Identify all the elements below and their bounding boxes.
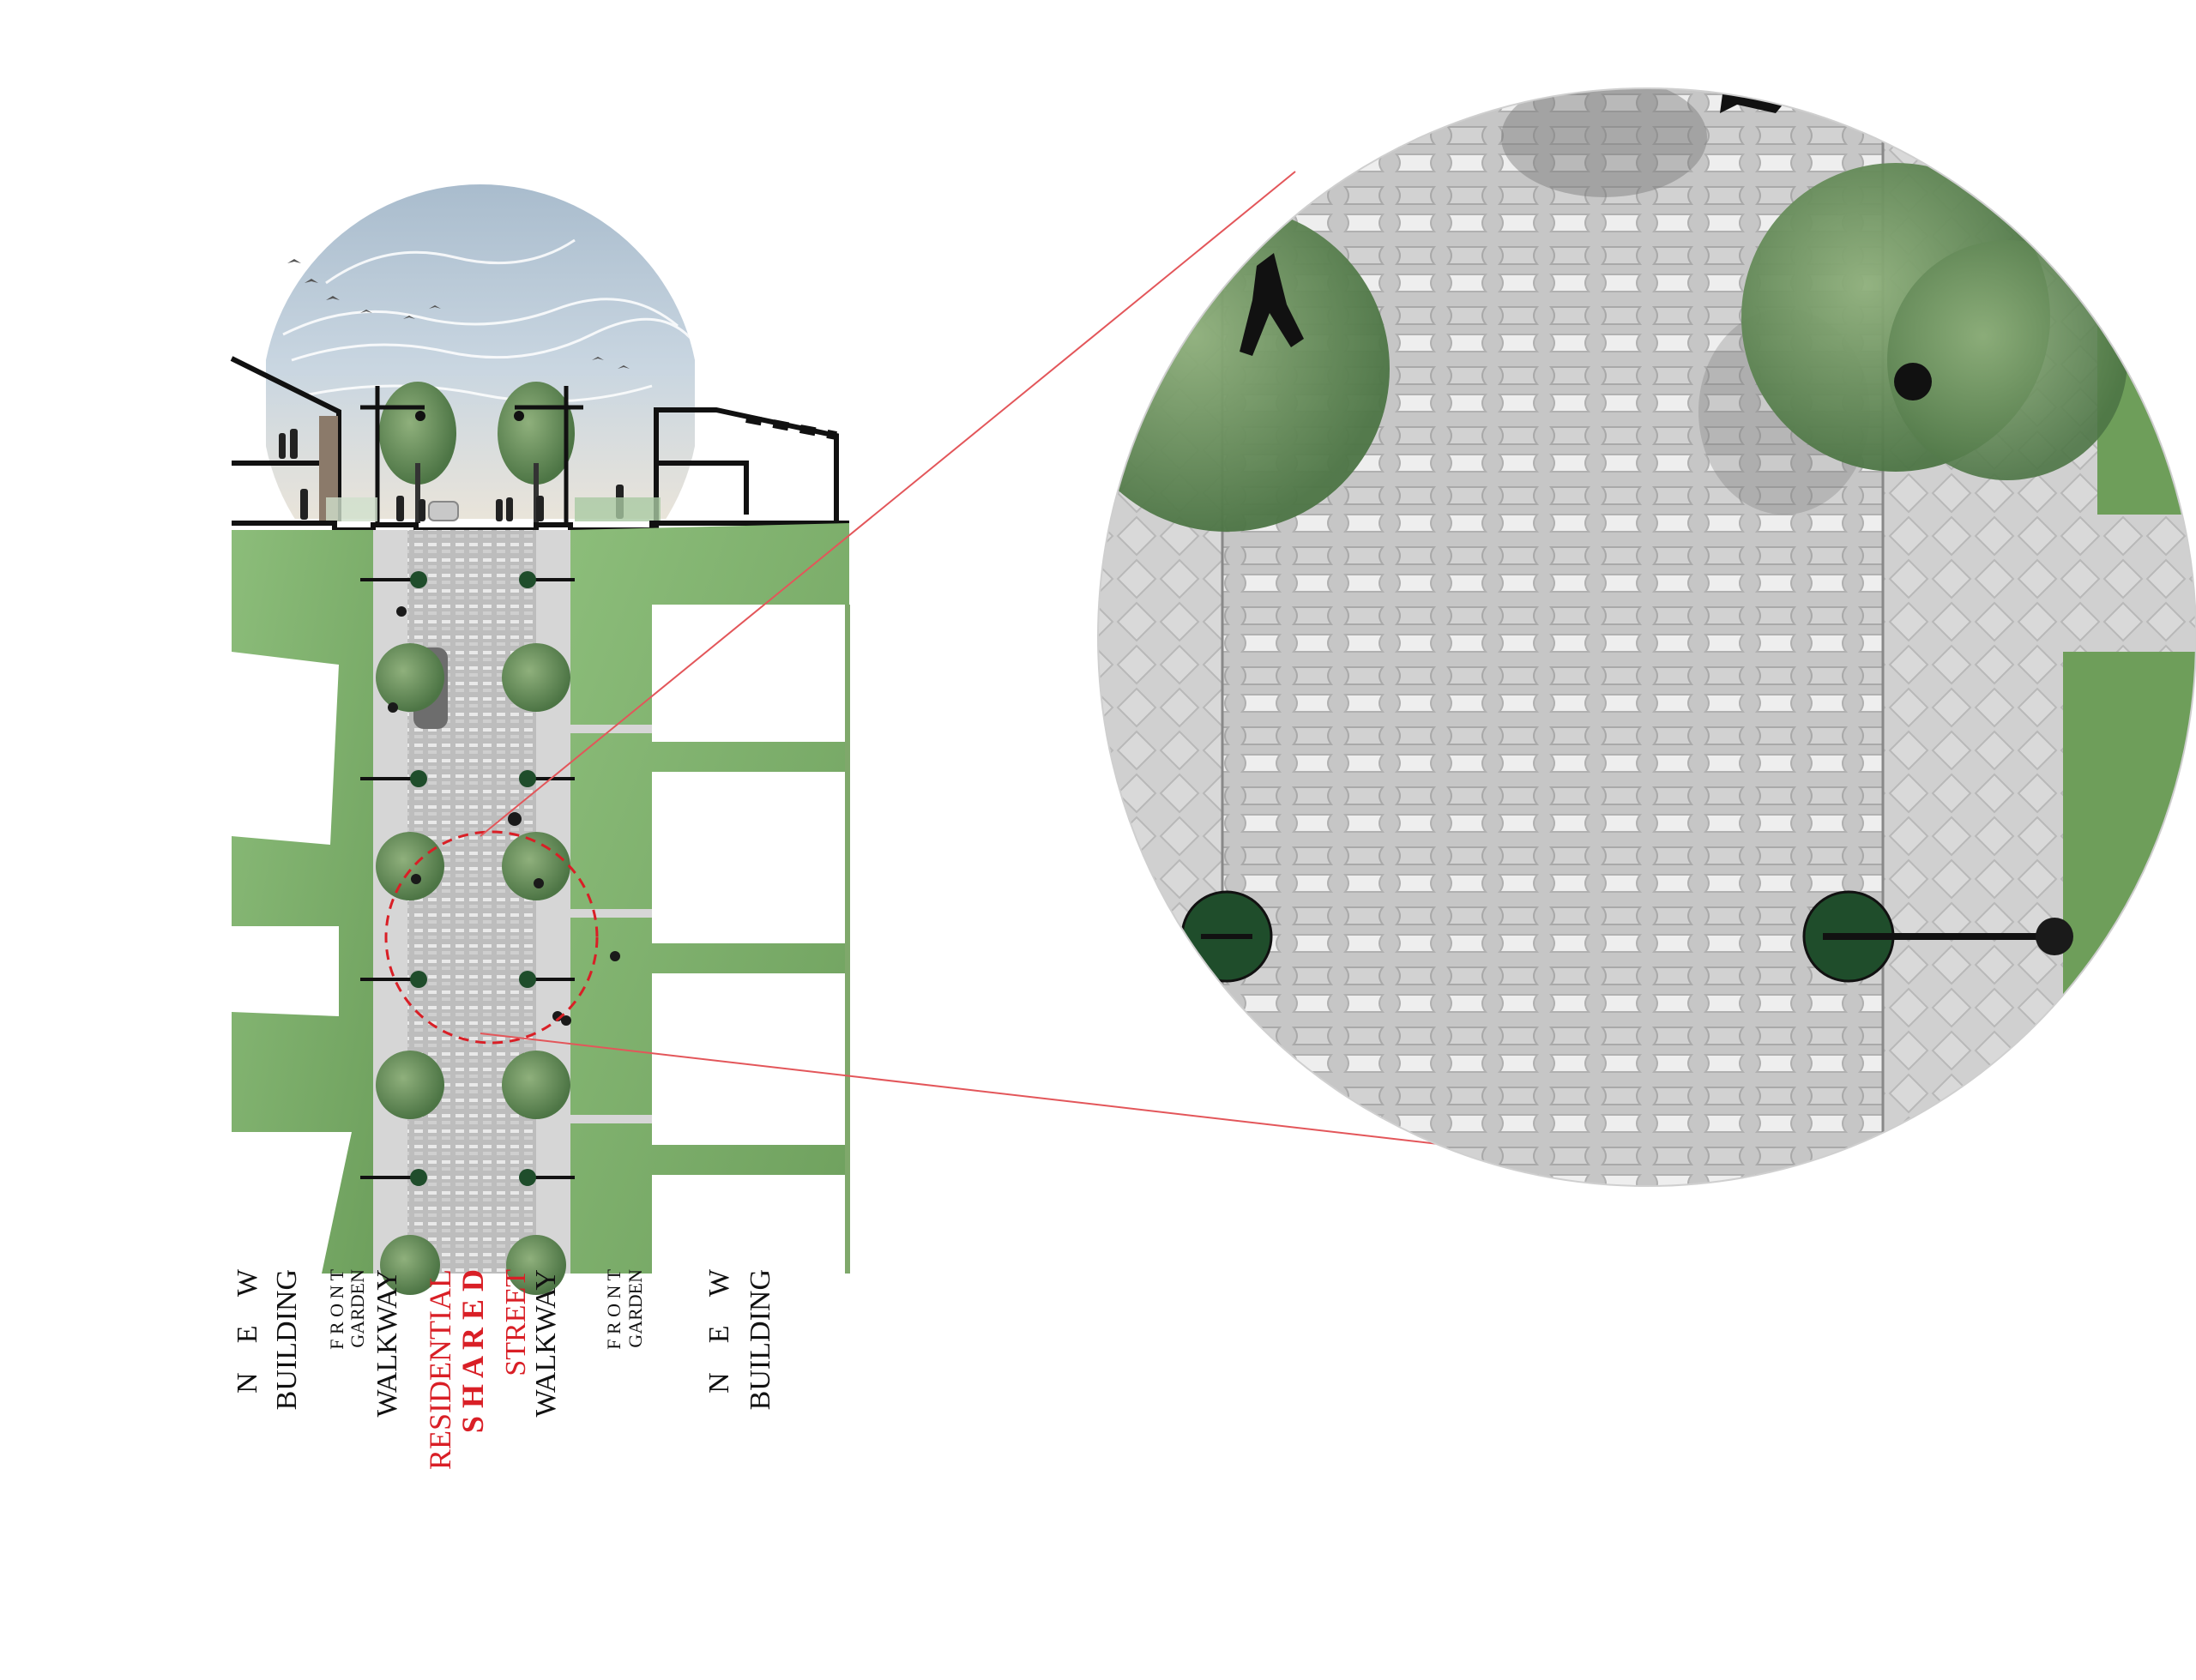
- label-residential: RESIDENTIAL: [423, 1269, 457, 1470]
- label-walkway-left: WALKWAY: [371, 1269, 403, 1418]
- car-icon: [428, 501, 459, 521]
- zoom-connector-top: [480, 171, 1296, 837]
- street-section-elevation: [230, 184, 849, 539]
- left-walkway: [373, 530, 407, 1274]
- bird-icon: [287, 259, 630, 369]
- label-street: STREET: [500, 1269, 532, 1376]
- label-front-garden-left-1: F R O N T: [326, 1269, 347, 1350]
- left-front-garden: [232, 530, 373, 1274]
- label-new-building-left-2: BUILDING: [271, 1269, 303, 1411]
- left-fence: [326, 497, 377, 521]
- right-building-plan-1: [652, 605, 845, 742]
- label-shared: S H A R E D: [455, 1269, 490, 1434]
- label-front-garden-left-2: GARDEN: [347, 1269, 368, 1348]
- zoom-detail-circle: [1098, 88, 2196, 1186]
- tree-icon: [376, 643, 570, 1295]
- street-plan: [232, 523, 850, 1295]
- label-new-building-right-1: N E W: [703, 1269, 735, 1394]
- right-building-plan-3: [652, 1008, 845, 1145]
- pedestrian-icon: [279, 429, 624, 521]
- right-building-plan-2: [652, 806, 845, 943]
- bollard-icon: [1180, 890, 2073, 983]
- right-fence: [575, 497, 661, 521]
- label-walkway-right: WALKWAY: [530, 1269, 562, 1418]
- left-building-section: [230, 356, 341, 521]
- label-front-garden-right-2: GARDEN: [624, 1269, 646, 1348]
- shared-street-paving: [407, 530, 536, 1274]
- zoom-focus-circle: [384, 830, 599, 1045]
- label-new-building-right-2: BUILDING: [745, 1269, 776, 1411]
- label-front-garden-right-1: F R O N T: [603, 1269, 624, 1350]
- zoom-connector-bottom: [480, 1033, 1558, 1159]
- right-building-section: [654, 407, 839, 539]
- right-front-garden: [570, 523, 849, 1274]
- right-walkway: [536, 530, 570, 1274]
- label-new-building-left-1: N E W: [232, 1269, 263, 1394]
